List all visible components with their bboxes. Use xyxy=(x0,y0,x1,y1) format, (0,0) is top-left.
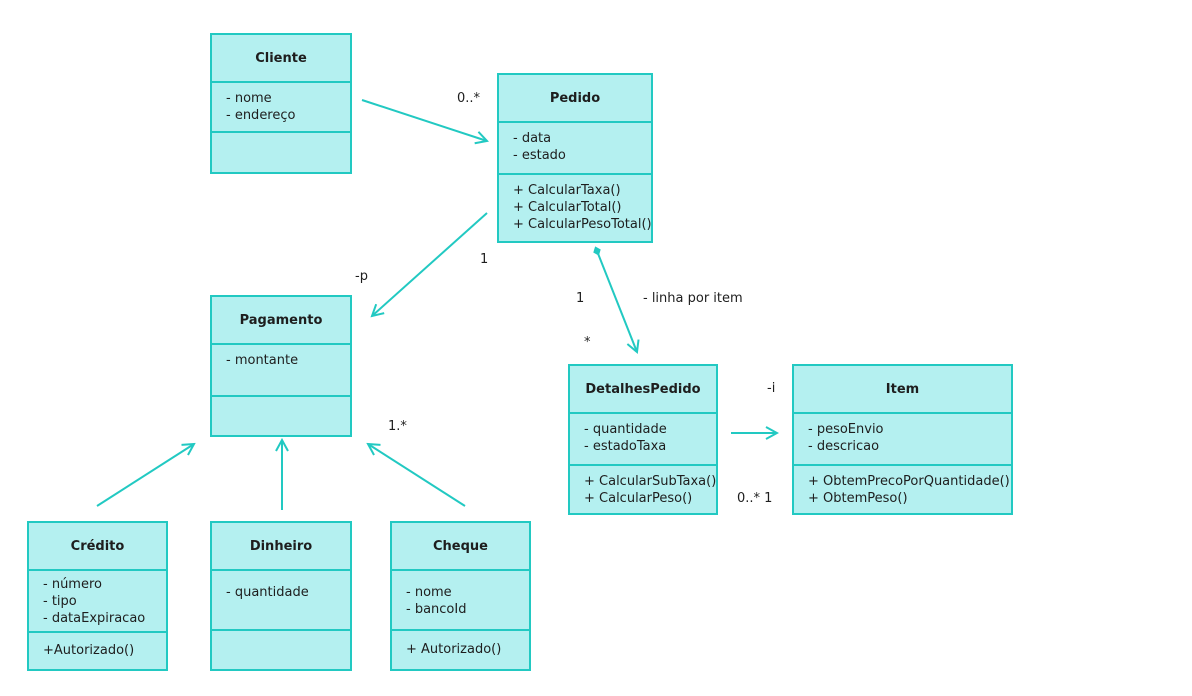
multiplicity-label: 1.* xyxy=(388,419,407,434)
attribute: - número xyxy=(43,577,102,592)
composition-pedido-detalhes xyxy=(597,251,637,352)
class-cliente-operations xyxy=(212,133,350,147)
role-label: - linha por item xyxy=(643,291,743,306)
attribute: - descricao xyxy=(808,439,880,454)
multiplicity-label: * xyxy=(584,335,591,350)
attribute: - quantidade xyxy=(226,585,309,600)
attribute: - dataExpiracao xyxy=(43,611,146,626)
class-item-attributes: - pesoEnvio - descricao xyxy=(794,414,1011,466)
class-detalhespedido-attributes: - quantidade - estadoTaxa xyxy=(570,414,716,466)
operation: + ObtemPrecoPorQuantidade() xyxy=(808,474,1010,489)
class-credito-attributes: - número - tipo - dataExpiracao xyxy=(29,571,166,633)
assoc-cliente-pedido xyxy=(361,99,487,141)
class-credito-operations: +Autorizado() xyxy=(29,633,166,666)
attribute: - pesoEnvio xyxy=(808,422,884,437)
operation: +Autorizado() xyxy=(43,643,135,658)
inherit-cheque-pagamento xyxy=(368,444,466,507)
operation: + CalcularPesoTotal() xyxy=(513,217,651,232)
class-cheque-operations: + Autorizado() xyxy=(392,631,529,665)
inherit-credito-pagamento xyxy=(96,444,194,507)
class-pedido-operations: + CalcularTaxa() + CalcularTotal() + Cal… xyxy=(499,175,651,240)
class-dinheiro[interactable]: Dinheiro - quantidade xyxy=(210,521,352,671)
class-item[interactable]: Item - pesoEnvio - descricao + ObtemPrec… xyxy=(792,364,1013,515)
attribute: - tipo xyxy=(43,594,77,609)
class-item-operations: + ObtemPrecoPorQuantidade() + ObtemPeso(… xyxy=(794,466,1011,514)
attribute: - estado xyxy=(513,148,566,163)
class-dinheiro-operations xyxy=(212,631,350,645)
multiplicity-label: 0..* xyxy=(457,91,481,106)
operation: + CalcularTotal() xyxy=(513,200,622,215)
operation: + CalcularPeso() xyxy=(584,491,693,506)
operation: + CalcularSubTaxa() xyxy=(584,474,716,489)
class-cheque-attributes: - nome - bancoId xyxy=(392,571,529,631)
class-pedido-name: Pedido xyxy=(499,75,651,123)
class-pagamento-name: Pagamento xyxy=(212,297,350,345)
attribute: - bancoId xyxy=(406,602,467,617)
role-label: -p xyxy=(355,269,368,284)
class-pedido[interactable]: Pedido - data - estado + CalcularTaxa() … xyxy=(497,73,653,243)
multiplicity-label: 1 xyxy=(576,291,585,306)
attribute: - data xyxy=(513,131,552,146)
role-label: -i xyxy=(767,381,776,396)
class-cheque[interactable]: Cheque - nome - bancoId + Autorizado() xyxy=(390,521,531,671)
class-cliente-attributes: - nome - endereço xyxy=(212,83,350,133)
assoc-pedido-pagamento xyxy=(372,212,488,316)
class-dinheiro-attributes: - quantidade xyxy=(212,571,350,631)
class-pagamento[interactable]: Pagamento - montante xyxy=(210,295,352,437)
attribute: - nome xyxy=(226,91,272,106)
class-cliente-name: Cliente xyxy=(212,35,350,83)
operation: + Autorizado() xyxy=(406,642,502,657)
class-dinheiro-name: Dinheiro xyxy=(212,523,350,571)
attribute: - montante xyxy=(226,353,299,368)
attribute: - quantidade xyxy=(584,422,667,437)
class-pedido-attributes: - data - estado xyxy=(499,123,651,175)
class-detalhespedido-operations: + CalcularSubTaxa() + CalcularPeso() xyxy=(570,466,716,514)
class-credito-name: Crédito xyxy=(29,523,166,571)
class-item-name: Item xyxy=(794,366,1011,414)
class-pagamento-operations xyxy=(212,397,350,411)
operation: + CalcularTaxa() xyxy=(513,183,621,198)
attribute: - nome xyxy=(406,585,452,600)
class-detalhespedido-name: DetalhesPedido xyxy=(570,366,716,414)
attribute: - estadoTaxa xyxy=(584,439,667,454)
class-pagamento-attributes: - montante xyxy=(212,345,350,397)
attribute: - endereço xyxy=(226,108,296,123)
multiplicity-label: 1 xyxy=(480,252,489,267)
multiplicity-label: 0..* 1 xyxy=(737,491,773,506)
operation: + ObtemPeso() xyxy=(808,491,908,506)
class-detalhespedido[interactable]: DetalhesPedido - quantidade - estadoTaxa… xyxy=(568,364,718,515)
class-credito[interactable]: Crédito - número - tipo - dataExpiracao … xyxy=(27,521,168,671)
class-cheque-name: Cheque xyxy=(392,523,529,571)
class-cliente[interactable]: Cliente - nome - endereço xyxy=(210,33,352,174)
